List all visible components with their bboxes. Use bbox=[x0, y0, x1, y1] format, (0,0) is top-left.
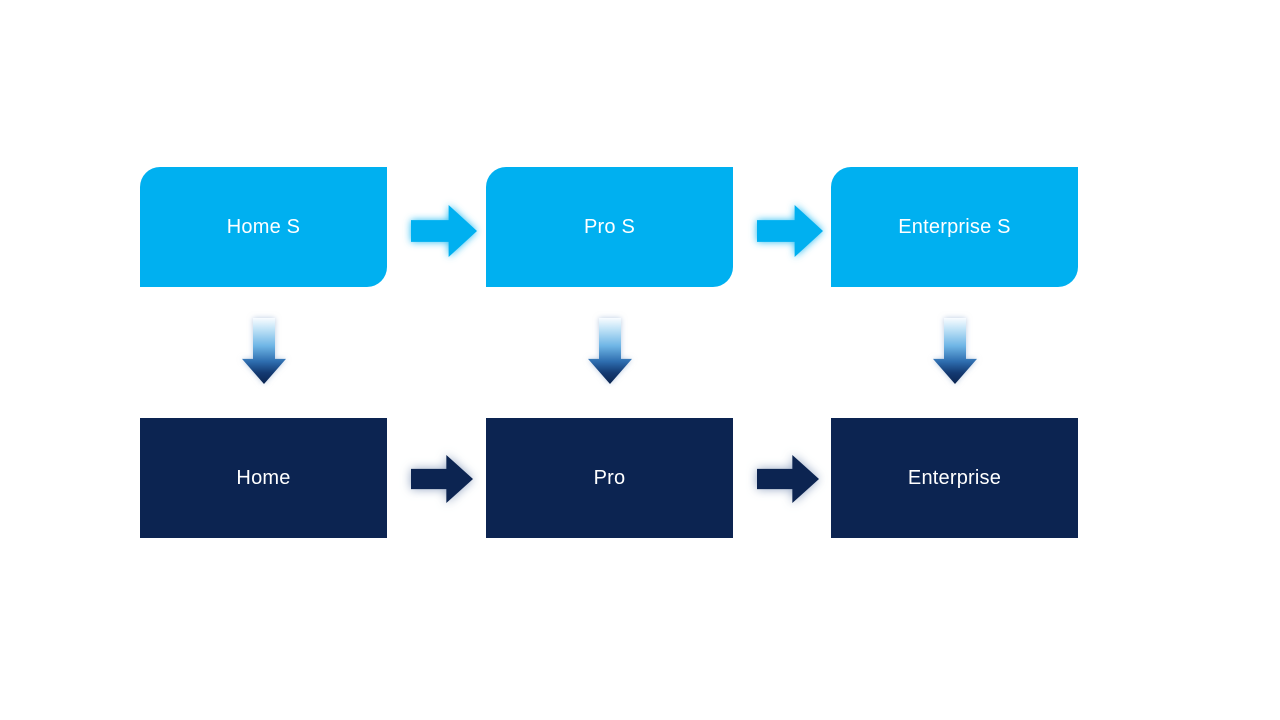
arrow-down-icon-2 bbox=[588, 318, 632, 384]
box-pro-s-label: Pro S bbox=[583, 215, 636, 238]
box-pro: Pro bbox=[486, 418, 733, 538]
arrow-right-icon-bottom-1 bbox=[411, 455, 473, 503]
arrow-right-shape bbox=[411, 455, 473, 503]
arrow-right-shape bbox=[411, 205, 477, 257]
box-pro-label: Pro bbox=[593, 466, 626, 489]
box-home: Home bbox=[140, 418, 387, 538]
arrow-right-shape bbox=[757, 205, 823, 257]
box-enterprise-s: Enterprise S bbox=[831, 167, 1078, 287]
box-pro-s: Pro S bbox=[486, 167, 733, 287]
arrow-down-shape bbox=[242, 318, 286, 384]
arrow-right-shape bbox=[757, 455, 819, 503]
arrow-right-icon-top-2 bbox=[757, 205, 823, 257]
arrow-down-shape bbox=[933, 318, 977, 384]
box-home-s-label: Home S bbox=[226, 215, 301, 238]
box-enterprise-s-label: Enterprise S bbox=[898, 215, 1011, 238]
box-enterprise: Enterprise bbox=[831, 418, 1078, 538]
box-home-label: Home bbox=[236, 466, 291, 489]
arrow-right-icon-bottom-2 bbox=[757, 455, 819, 503]
arrow-down-icon-1 bbox=[242, 318, 286, 384]
arrow-right-icon-top-1 bbox=[411, 205, 477, 257]
box-enterprise-label: Enterprise bbox=[907, 466, 1002, 489]
arrow-down-icon-3 bbox=[933, 318, 977, 384]
box-home-s: Home S bbox=[140, 167, 387, 287]
arrow-down-shape bbox=[588, 318, 632, 384]
